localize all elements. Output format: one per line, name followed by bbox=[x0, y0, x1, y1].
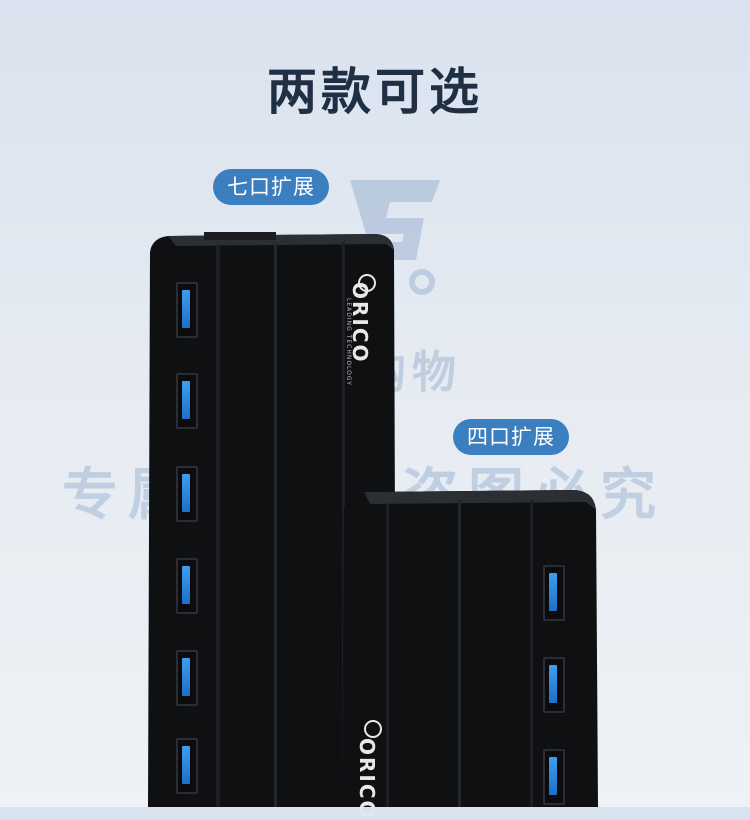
brand-name-four: ORICO bbox=[355, 738, 379, 820]
seven-port-label: 七口扩展 bbox=[213, 169, 329, 205]
hub-body-four bbox=[340, 482, 598, 807]
usb-port-icon bbox=[543, 565, 565, 621]
hub-body-seven bbox=[146, 226, 396, 807]
seven-port-hub bbox=[146, 226, 396, 807]
brand-tagline-seven: LEADING TECHNOLOGY bbox=[345, 298, 352, 386]
page-title: 两款可选 bbox=[267, 63, 483, 121]
usb-port-icon bbox=[176, 466, 198, 522]
usb-port-icon bbox=[176, 558, 198, 614]
four-port-hub bbox=[340, 482, 598, 807]
usb-port-icon bbox=[543, 657, 565, 713]
usb-port-icon bbox=[176, 373, 198, 429]
usb-port-icon bbox=[176, 738, 198, 794]
usb-port-icon bbox=[543, 749, 565, 805]
four-port-label: 四口扩展 bbox=[453, 419, 569, 455]
usb-port-icon bbox=[176, 650, 198, 706]
usb-port-icon bbox=[176, 282, 198, 338]
brand-logo-icon bbox=[364, 720, 382, 738]
watermark-logo-icon bbox=[340, 170, 450, 300]
brand-logo-icon bbox=[358, 274, 376, 292]
